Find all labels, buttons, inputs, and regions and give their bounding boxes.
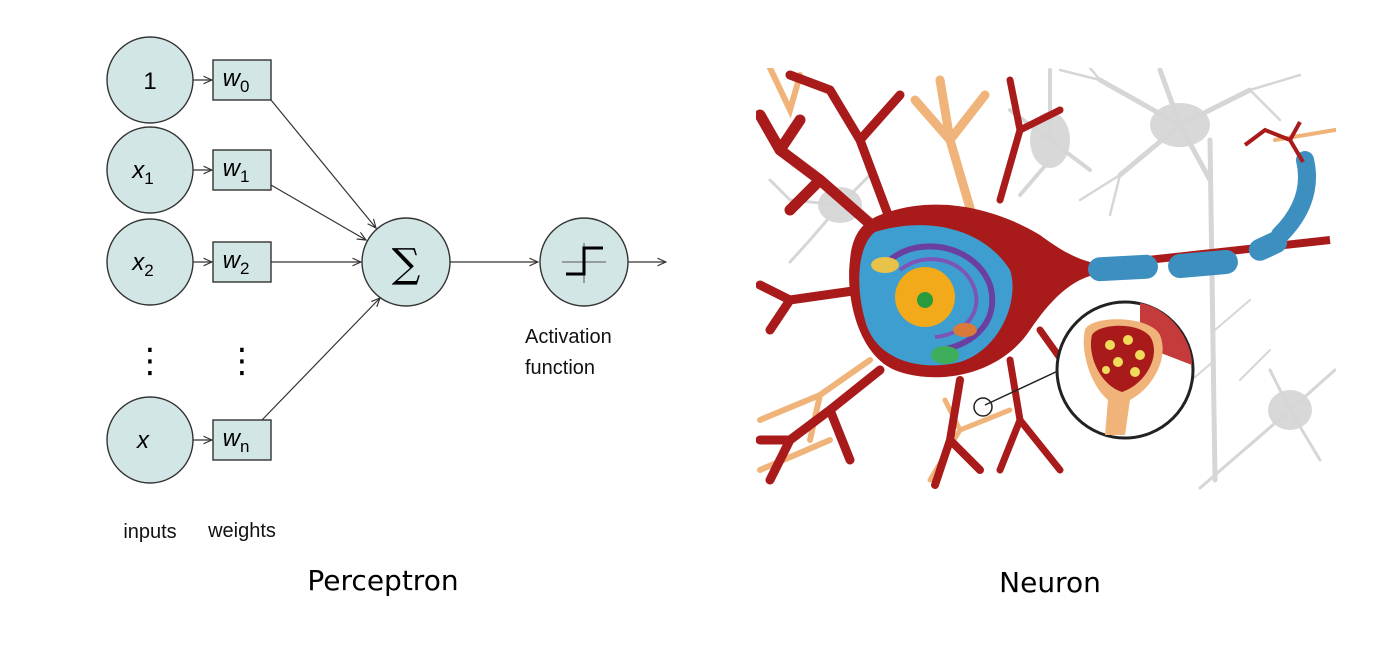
- axon: [1074, 121, 1331, 282]
- weights-ellipsis: ⋮: [225, 341, 259, 381]
- weight-box-wn: wn: [212, 419, 272, 461]
- synapse-inset: [973, 300, 1195, 440]
- endoplasmic-reticulum: [888, 243, 996, 353]
- input-node-x1: x1: [106, 126, 194, 214]
- grey-neuron: [768, 68, 1336, 490]
- cell-body: [756, 70, 1094, 489]
- weight-label: w2: [223, 247, 250, 278]
- arrow: [270, 99, 376, 228]
- step-function-icon: [566, 246, 603, 276]
- weight-label: w1: [223, 155, 250, 186]
- neuron-illustration: [756, 68, 1336, 490]
- input-node-xn: x: [106, 396, 194, 484]
- inputs-label: inputs: [123, 521, 176, 543]
- arrow: [261, 298, 380, 421]
- inputs-ellipsis: ⋮: [133, 341, 167, 381]
- orange-dendrites: [757, 68, 1336, 483]
- mitochondrion: [871, 257, 899, 273]
- weights-label: weights: [207, 520, 276, 542]
- input-label: x: [136, 427, 150, 454]
- weight-box-w0: w0: [212, 59, 272, 101]
- arrow: [270, 184, 366, 240]
- input-label: 1: [143, 68, 156, 95]
- sigma-symbol: ∑: [392, 241, 421, 287]
- input-node-bias: 1: [106, 36, 194, 124]
- weight-label: w0: [223, 65, 250, 96]
- nucleolus: [917, 292, 933, 308]
- activation-label: function: [525, 357, 595, 379]
- weight-box-w1: w1: [212, 149, 272, 191]
- summation-node: ∑: [361, 217, 451, 307]
- perceptron-caption: Perceptron: [307, 564, 459, 597]
- input-label: x1: [131, 157, 153, 188]
- input-node-x2: x2: [106, 218, 194, 306]
- neuron-caption: Neuron: [999, 566, 1101, 599]
- perceptron-diagram: 1 x1 x2 x ⋮ ⋮ w0 w1: [106, 36, 666, 543]
- activation-node: [539, 217, 629, 307]
- activation-label: Activation: [525, 326, 612, 348]
- input-label: x2: [131, 249, 153, 280]
- weight-label: wn: [223, 425, 250, 456]
- weight-box-w2: w2: [212, 241, 272, 283]
